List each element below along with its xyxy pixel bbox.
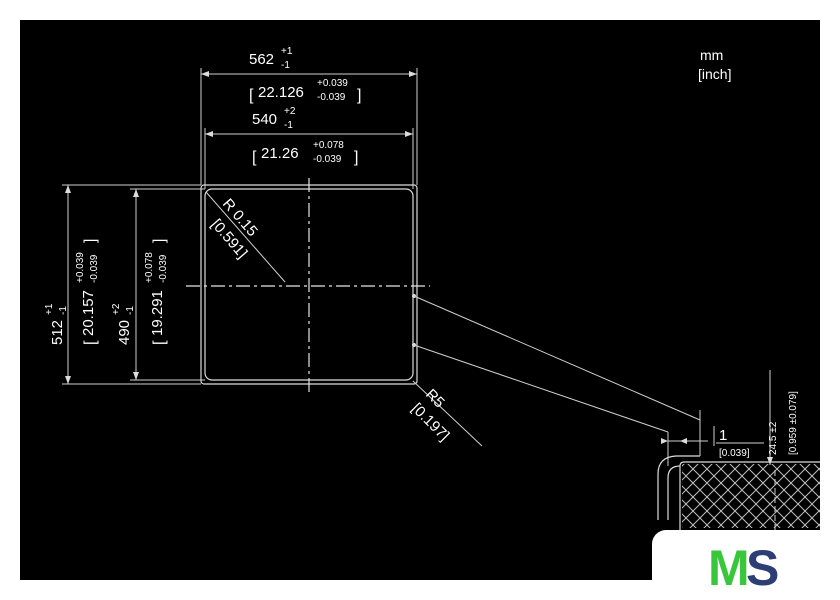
detail-gap-inch: [0.039] — [719, 448, 750, 459]
height-inner-bracket-right: ] — [151, 239, 168, 243]
dimension-height-inner: 490 +2 -1 [ 19.291 +0.078 -0.039 ] — [111, 188, 205, 381]
section-outer-wall — [667, 465, 681, 520]
height-outer-tol-lower: -1 — [58, 306, 69, 315]
unit-inch-label: [inch] — [698, 66, 731, 82]
width-inner-tol-lower: -1 — [284, 120, 293, 131]
section-outline — [679, 461, 820, 534]
height-outer-tol-upper: +1 — [44, 303, 55, 315]
height-inner-tol-lower: -1 — [125, 306, 136, 315]
height-outer-inch-upper: +0.039 — [75, 252, 86, 283]
width-inner-tol-upper: +2 — [284, 106, 296, 117]
logo-letter-m: M — [708, 540, 750, 596]
height-inner-inch-lower: -0.039 — [158, 254, 169, 283]
ms-logo: M S — [652, 530, 840, 600]
detail-leader-upper — [413, 295, 701, 421]
detail-thickness-mm: 24.5 ±2 — [768, 421, 779, 455]
height-outer-bracket-left: [ — [82, 340, 99, 345]
width-inner-value: 540 — [252, 111, 277, 128]
width-outer-inch-lower: -0.039 — [317, 92, 346, 103]
unit-mm-label: mm — [700, 47, 723, 63]
height-outer-bracket-right: ] — [82, 239, 99, 243]
width-outer-inch-upper: +0.039 — [317, 78, 348, 89]
width-outer-bracket-left: [ — [249, 87, 254, 104]
section-detail: 1 [0.039] 24.5 ±2 [0.959 ±0.079] — [657, 370, 820, 535]
height-inner-value: 490 — [116, 320, 133, 345]
detail-gap-mm: 1 — [719, 427, 727, 444]
width-inner-inch: 21.26 — [261, 145, 299, 162]
width-outer-inch: 22.126 — [258, 84, 304, 101]
width-inner-inch-upper: +0.078 — [313, 140, 344, 151]
width-outer-tol-lower: -1 — [281, 60, 290, 71]
dimension-height-outer: 512 +1 -1 [ 20.157 +0.039 -0.039 ] — [44, 184, 201, 385]
width-inner-bracket-left: [ — [252, 149, 257, 166]
height-outer-inch-lower: -0.039 — [89, 254, 100, 283]
height-inner-tol-upper: +2 — [111, 303, 122, 315]
height-inner-bracket-left: [ — [151, 340, 168, 345]
height-outer-inch: 20.157 — [80, 290, 97, 336]
logo-letter-s: S — [746, 540, 779, 596]
dimension-width-inner: 540 +2 -1 [ 21.26 +0.078 -0.039 ] — [204, 106, 414, 189]
section-hatch — [682, 464, 820, 528]
width-inner-inch-lower: -0.039 — [313, 154, 342, 165]
width-outer-tol-upper: +1 — [281, 46, 293, 57]
section-outer-edge — [657, 455, 700, 520]
width-outer-value: 562 — [249, 51, 274, 68]
dimension-width-outer: 562 +1 -1 [ 22.126 +0.039 -0.039 ] — [200, 46, 418, 185]
height-inner-inch-upper: +0.078 — [144, 252, 155, 283]
width-outer-bracket-right: ] — [357, 87, 361, 104]
detail-leader-lower — [413, 344, 669, 433]
detail-thickness-inch: [0.959 ±0.079] — [788, 391, 799, 455]
height-inner-inch: 19.291 — [149, 290, 166, 336]
height-outer-value: 512 — [49, 320, 66, 345]
width-inner-bracket-right: ] — [354, 149, 358, 166]
